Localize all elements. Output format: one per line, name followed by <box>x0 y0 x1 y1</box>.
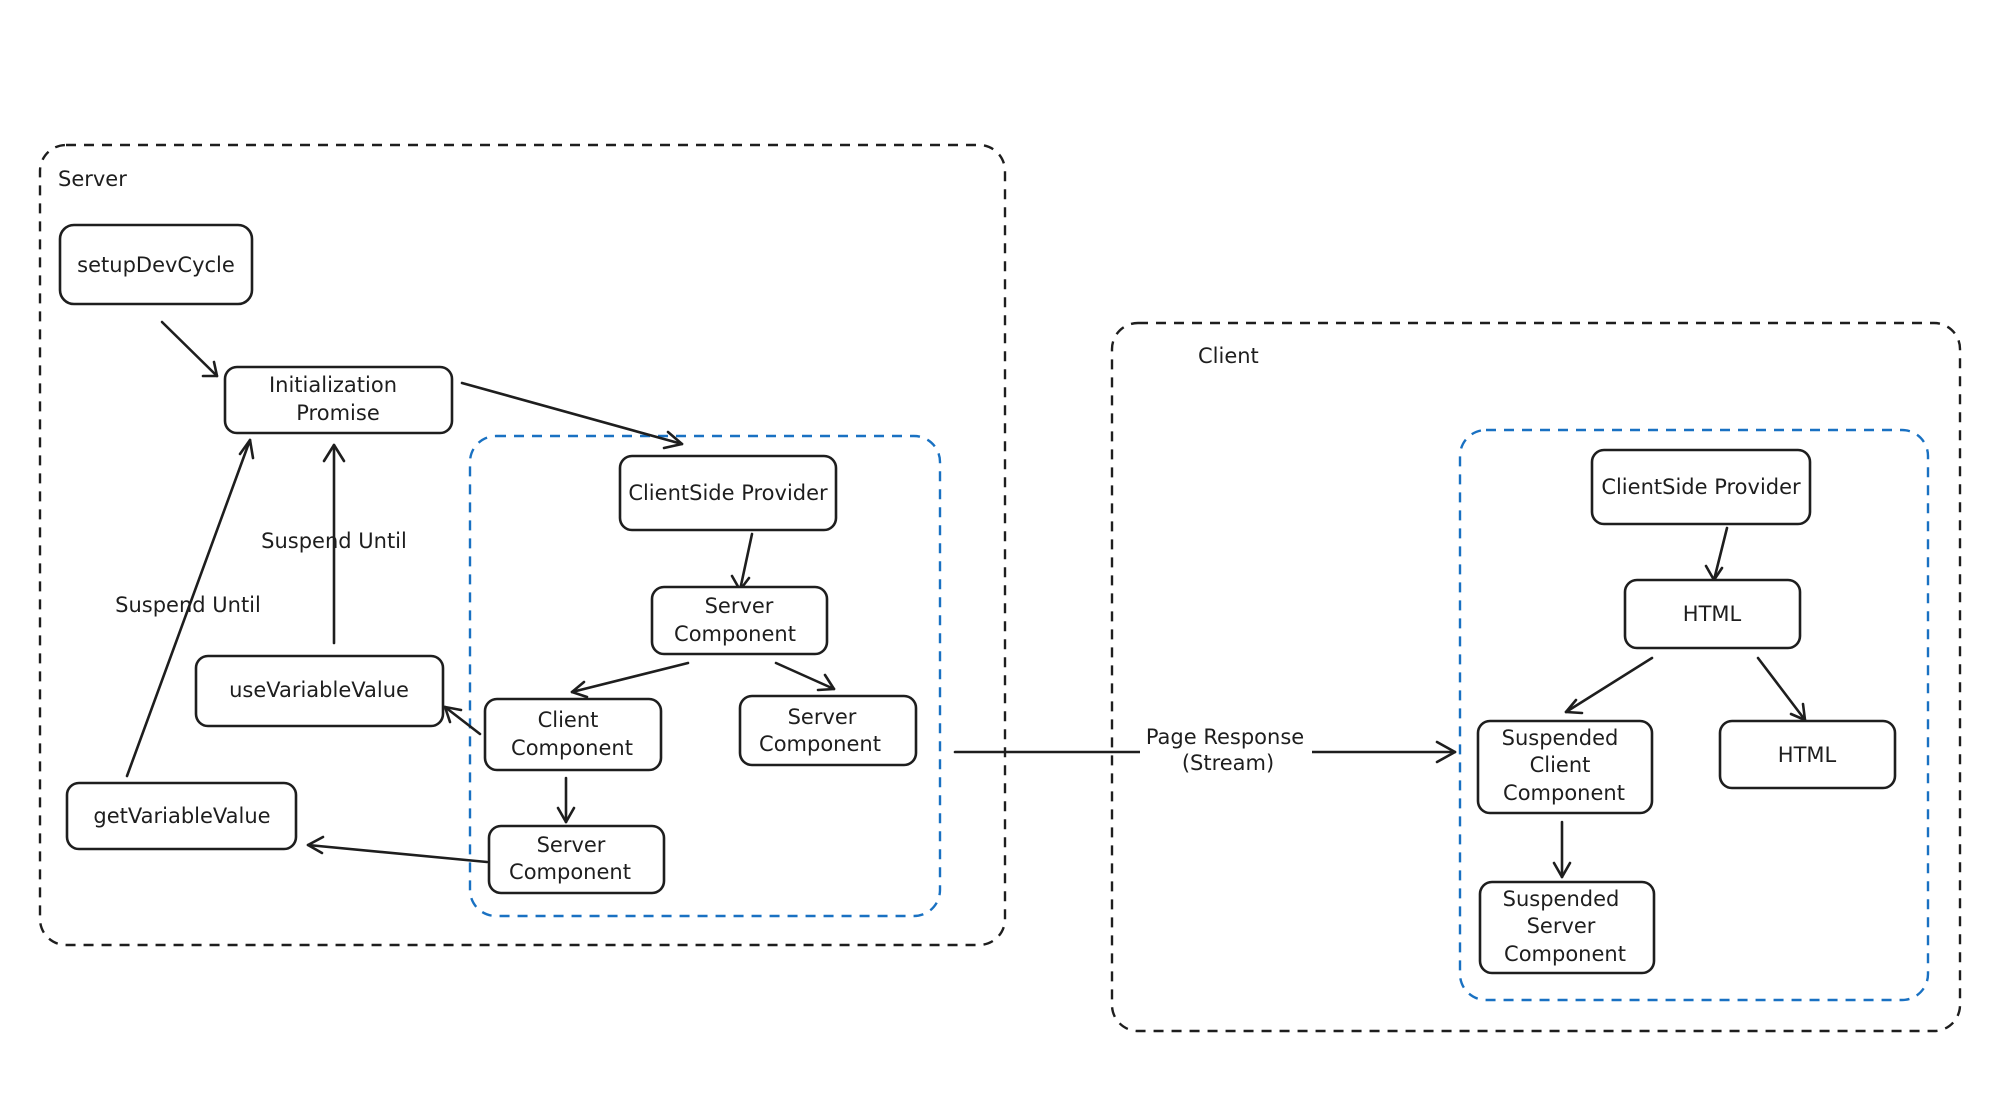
node-server-component-top: Server Component <box>650 585 829 656</box>
node-html-right: HTML <box>1718 719 1897 790</box>
client-group-border <box>1110 321 1962 1033</box>
arrow-use-variable-to-init <box>322 443 346 645</box>
svg-text:Suspended: Suspended <box>1502 726 1619 750</box>
svg-text:Component: Component <box>511 736 633 760</box>
arrow-get-variable-to-init <box>125 438 255 778</box>
node-server-component-right: Server Component <box>738 694 918 767</box>
svg-text:Page Response: Page Response <box>1146 725 1304 749</box>
node-html-top: HTML <box>1623 578 1802 650</box>
arrow-client-component-to-server-component-bottom <box>556 776 576 824</box>
svg-text:Server: Server <box>788 705 857 729</box>
edge-label-suspend-until-right: Suspend Until <box>261 529 407 553</box>
svg-text:Component: Component <box>674 622 796 646</box>
arrow-server-component-to-get-variable <box>306 835 489 864</box>
svg-text:Promise: Promise <box>296 401 379 425</box>
svg-text:Server: Server <box>537 833 606 857</box>
svg-text:Initialization: Initialization <box>269 373 397 397</box>
svg-text:useVariableValue: useVariableValue <box>229 678 409 702</box>
svg-text:ClientSide Provider: ClientSide Provider <box>1601 475 1801 499</box>
svg-text:Server: Server <box>705 594 774 618</box>
node-suspended-server-component: Suspended Server Component <box>1478 880 1656 975</box>
node-initialization-promise: Initialization Promise <box>223 365 454 435</box>
svg-text:Client: Client <box>538 708 599 732</box>
svg-text:Client: Client <box>1530 753 1591 777</box>
edge-label-page-response: Page Response (Stream) <box>1140 722 1312 780</box>
edge-label-suspend-until-left: Suspend Until <box>115 593 261 617</box>
arrow-html-to-suspended-client <box>1564 656 1654 715</box>
svg-text:Server: Server <box>1527 914 1596 938</box>
svg-text:getVariableValue: getVariableValue <box>93 804 270 828</box>
svg-text:ClientSide Provider: ClientSide Provider <box>628 481 828 505</box>
arrow-server-component-to-server-component-right <box>774 661 836 692</box>
arrow-server-component-to-client-component <box>570 661 690 699</box>
node-use-variable-value: useVariableValue <box>194 654 445 728</box>
arrow-client-component-to-use-variable <box>443 705 482 736</box>
svg-text:HTML: HTML <box>1683 602 1742 626</box>
server-render-tree-group <box>468 434 942 918</box>
arrow-provider-to-server-component <box>730 532 754 592</box>
node-setup-dev-cycle: setupDevCycle <box>58 223 254 306</box>
client-render-tree-group <box>1458 428 1930 1002</box>
svg-text:setupDevCycle: setupDevCycle <box>77 253 235 277</box>
arrow-html-to-html-right <box>1756 656 1807 722</box>
svg-text:Component: Component <box>509 860 631 884</box>
server-group-border <box>38 143 1007 947</box>
node-client-component: Client Component <box>483 697 663 772</box>
arrow-client-provider-to-html <box>1704 526 1729 582</box>
svg-text:HTML: HTML <box>1778 743 1837 767</box>
svg-text:(Stream): (Stream) <box>1182 751 1274 775</box>
svg-text:Component: Component <box>1503 781 1625 805</box>
svg-text:Suspended: Suspended <box>1503 887 1620 911</box>
node-server-component-bottom: Server Component <box>487 824 666 895</box>
svg-text:Component: Component <box>759 732 881 756</box>
server-group-label: Server <box>58 167 127 191</box>
node-get-variable-value: getVariableValue <box>65 781 298 851</box>
node-client-clientside-provider: ClientSide Provider <box>1590 448 1812 526</box>
arrow-suspended-client-to-suspended-server <box>1552 820 1572 879</box>
arrow-setup-to-init <box>160 320 219 378</box>
svg-text:Component: Component <box>1504 942 1626 966</box>
arrow-init-to-provider <box>460 381 684 450</box>
node-server-clientside-provider: ClientSide Provider <box>618 454 838 532</box>
client-group-label: Client <box>1198 344 1259 368</box>
node-suspended-client-component: Suspended Client Component <box>1476 719 1654 815</box>
